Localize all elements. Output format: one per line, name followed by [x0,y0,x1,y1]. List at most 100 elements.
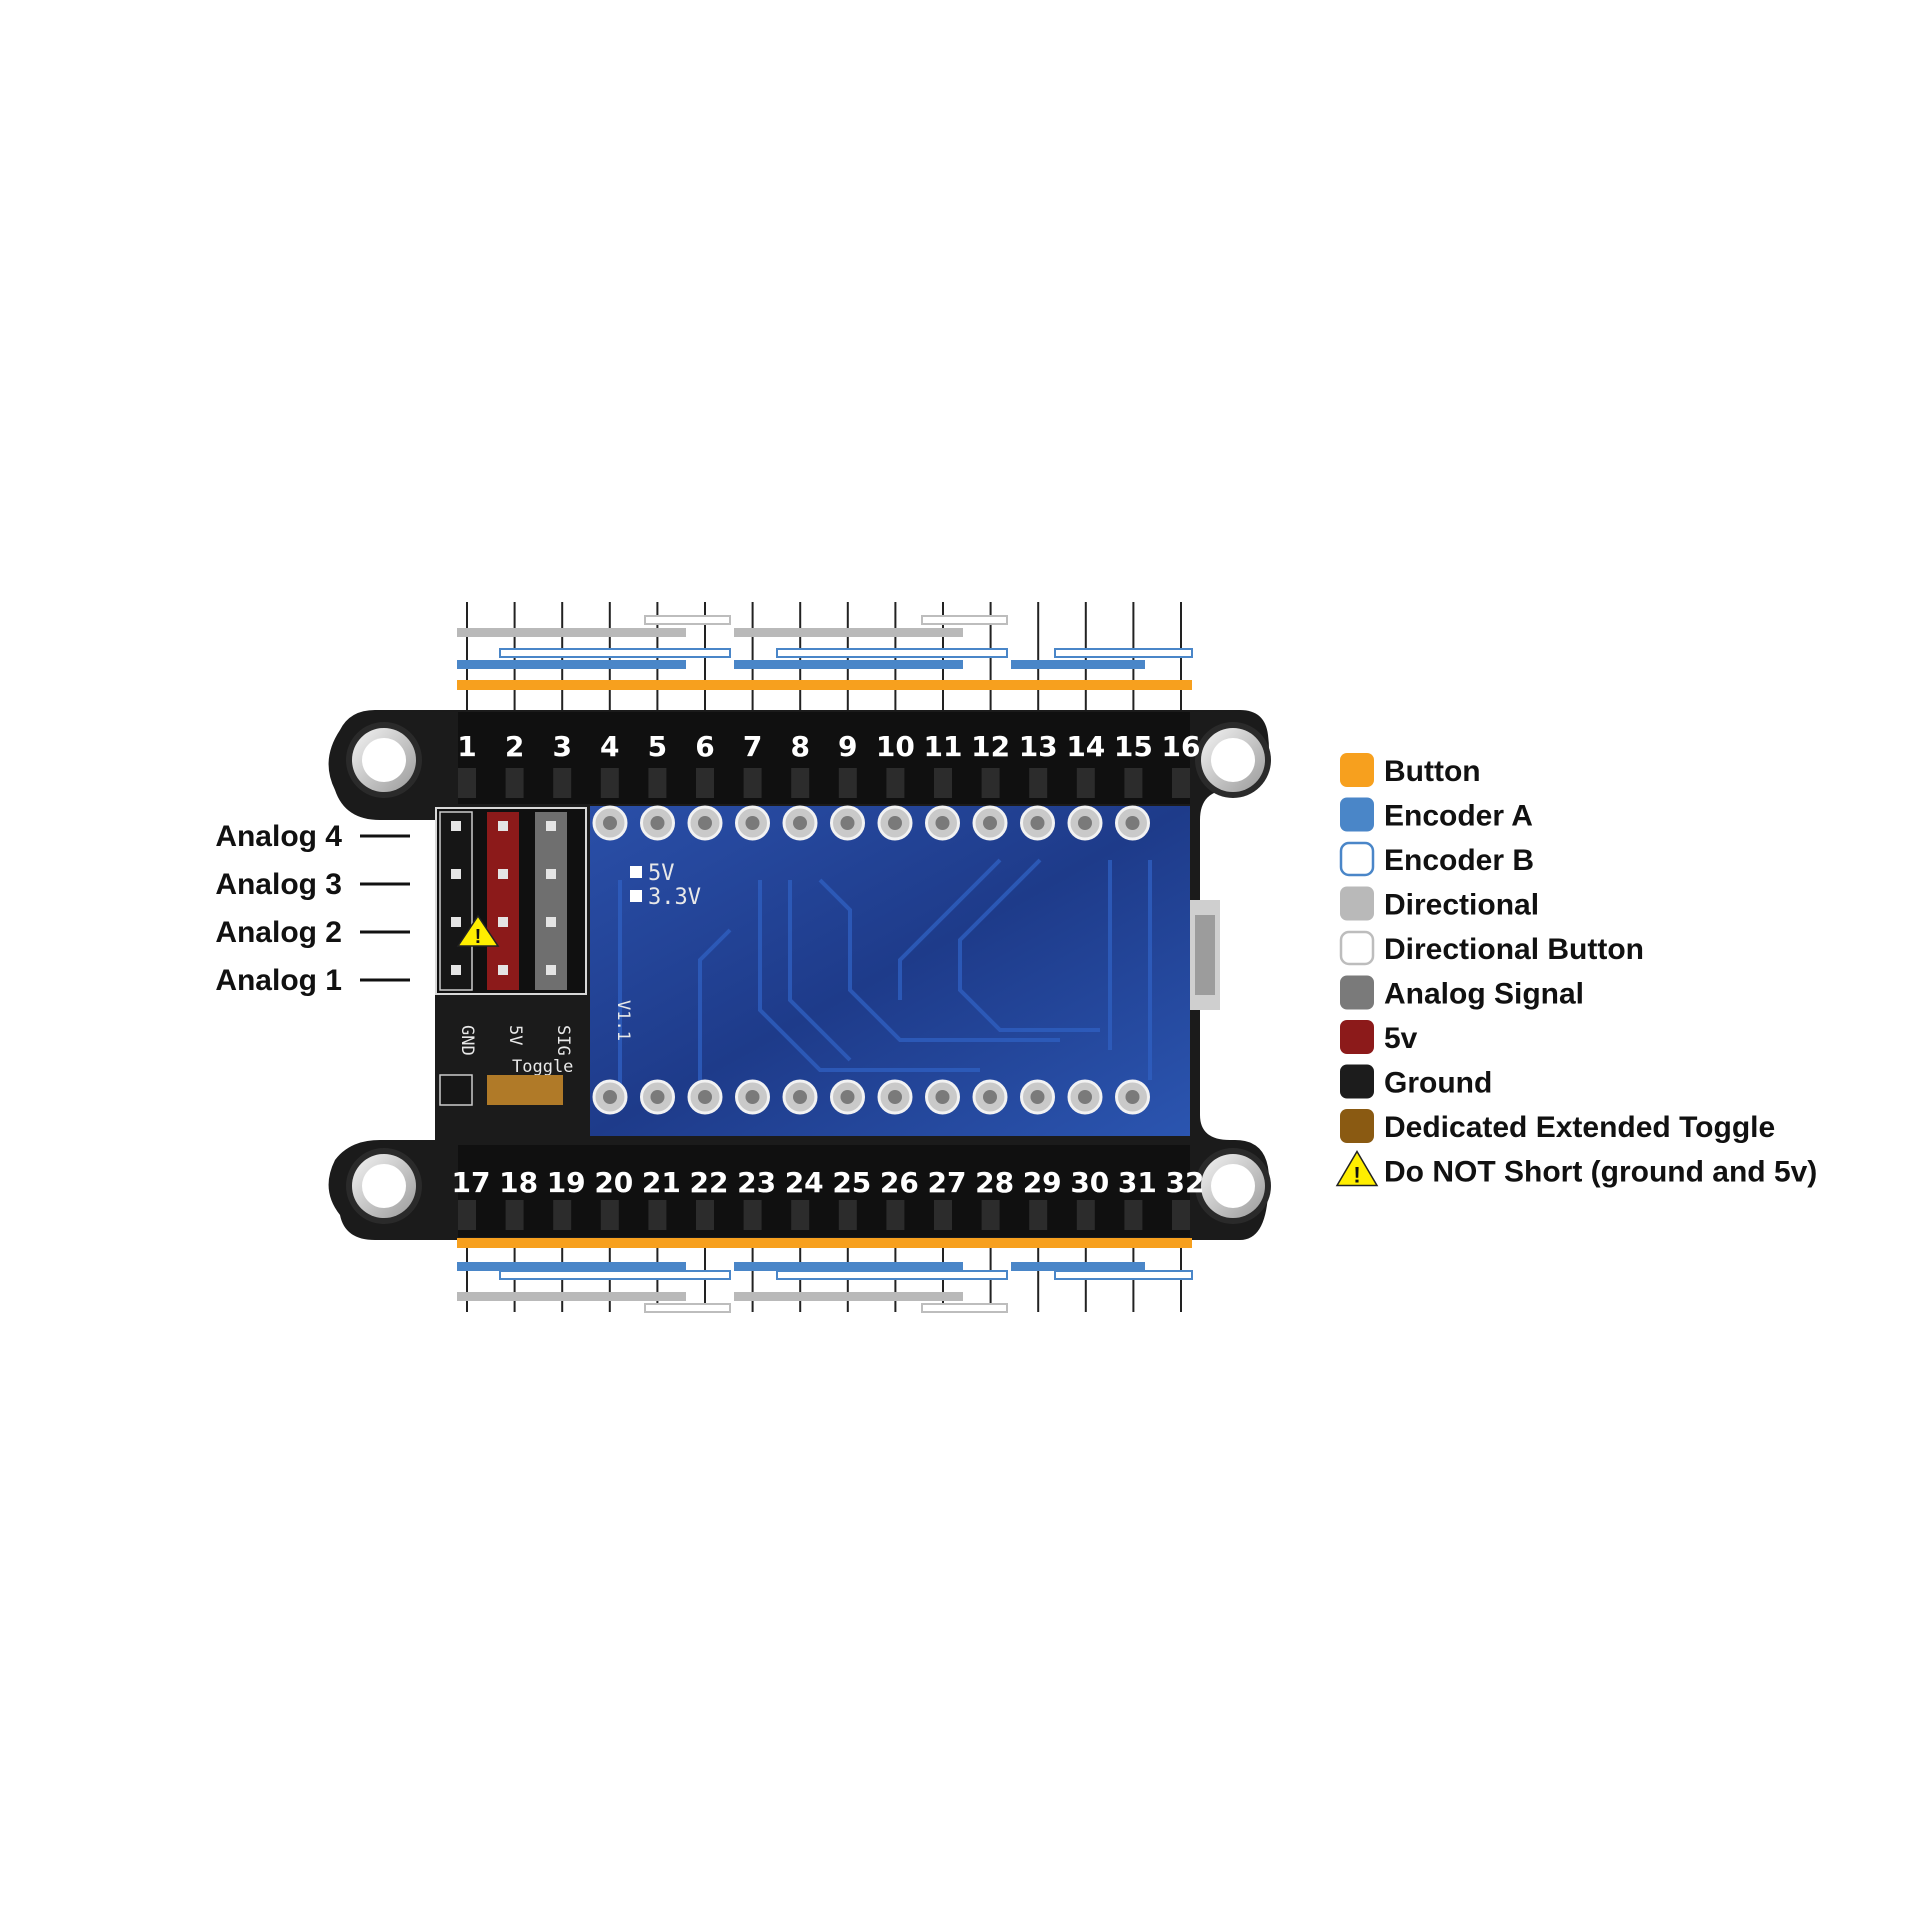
function-bar-outline [921,615,1008,625]
sig-silk-label: SIG [553,1025,573,1056]
legend-swatch [1340,1020,1374,1054]
top-pin-number: 7 [743,730,762,763]
bottom-pin-number: 29 [1023,1166,1062,1199]
analog-label: Analog 4 [215,820,342,853]
analog-label: Analog 2 [215,916,342,949]
mounting-hole-top-right [1195,722,1271,798]
legend-item: Directional Button [1339,930,1644,966]
mounting-hole-bottom-left [346,1148,422,1224]
top-pin-number: 16 [1162,730,1201,763]
legend-label: Encoder B [1384,844,1534,877]
ground-column [439,811,473,991]
solder-hole-core [1125,816,1140,830]
bottom-pin-number: 31 [1118,1166,1157,1199]
header-slot [648,768,667,798]
function-bar [457,628,686,637]
legend-swatch [1340,1064,1374,1099]
header-slot [791,768,810,798]
solder-hole-core [650,1090,665,1104]
5v-silk-label: 5V [505,1025,525,1045]
analog-pin-dot [451,965,461,975]
solder-hole-core [793,816,807,830]
header-slot [505,768,524,798]
legend-item: Dedicated Extended Toggle [1340,1109,1775,1144]
legend-item: Encoder A [1340,797,1533,833]
board-version-label: V1.1 [613,1000,633,1041]
header-slot [458,768,476,798]
analog-pin-dot [451,869,461,879]
legend-label: Analog Signal [1384,978,1584,1011]
legend-swatch [1339,930,1375,966]
header-slot [1076,1200,1095,1230]
solder-hole-core [983,816,997,830]
header-slot [981,768,1000,798]
header-slot [458,1200,476,1230]
solder-hole-core [1125,1090,1140,1104]
toggle-pad [487,1075,563,1105]
bottom-pin-number: 18 [499,1166,538,1199]
legend-item: Directional [1340,886,1539,922]
solder-hole-core [1030,816,1045,830]
analog-pin-dot [546,917,556,927]
top-pin-number: 6 [695,730,714,763]
top-pin-number: 10 [876,730,915,763]
function-bar-outline [644,615,731,625]
function-bar [457,1262,686,1271]
function-bar [734,1292,963,1301]
top-pin-number: 8 [790,730,809,763]
solder-hole-core [983,1090,997,1104]
legend-item: Ground [1340,1064,1492,1100]
analog-pin-dot [451,917,461,927]
function-bar-outline [499,648,731,658]
top-pin-number: 9 [838,730,857,763]
header-slot [505,1200,524,1230]
jumper-33v-pad [630,890,642,902]
function-bar [734,660,963,669]
header-slot [981,1200,1000,1230]
solder-hole-core [745,816,760,830]
mounting-hole-bottom-right [1195,1148,1271,1224]
bottom-pin-number: 19 [547,1166,586,1199]
header-slot [934,1200,952,1230]
header-slot [838,1200,857,1230]
legend-label: Dedicated Extended Toggle [1384,1111,1775,1144]
function-bar-outline [921,1303,1008,1313]
bottom-pin-number: 30 [1070,1166,1109,1199]
solder-hole-core [935,1090,950,1104]
solder-hole-core [603,1090,617,1104]
header-slot [886,1200,905,1230]
analog-pin-dots [451,821,556,975]
bottom-pin-number: 23 [737,1166,776,1199]
solder-hole-core [603,816,617,830]
analog-pin-dot [498,965,508,975]
bottom-pin-number: 22 [690,1166,729,1199]
warning-glyph-board: ! [475,926,482,948]
function-color-bars [457,615,1193,1313]
mounting-hole-top-left [346,722,422,798]
header-slot [553,768,572,798]
function-bar [1011,1262,1145,1271]
five-volt-column [487,812,519,990]
bottom-pin-number: 28 [975,1166,1014,1199]
top-pin-number: 13 [1019,730,1058,763]
analog-pin-dot [498,917,508,927]
top-pin-number: 2 [505,730,524,763]
top-pin-number: 3 [552,730,571,763]
legend-label: Encoder A [1384,800,1533,833]
microcontroller-board: 5V 3.3V V1.1 [590,805,1220,1136]
header-slot [1029,1200,1048,1230]
analog-label: Analog 3 [215,868,342,901]
solder-hole-core [935,816,950,830]
legend-swatch [1340,886,1374,921]
legend-item: !Do NOT Short (ground and 5v) [1335,1150,1817,1189]
legend-swatch [1340,975,1374,1010]
gnd-silk-label: GND [457,1025,477,1056]
solder-hole-core [1078,1090,1092,1104]
header-slot [791,1200,810,1230]
function-bar [457,680,1192,690]
function-bar [457,1292,686,1301]
